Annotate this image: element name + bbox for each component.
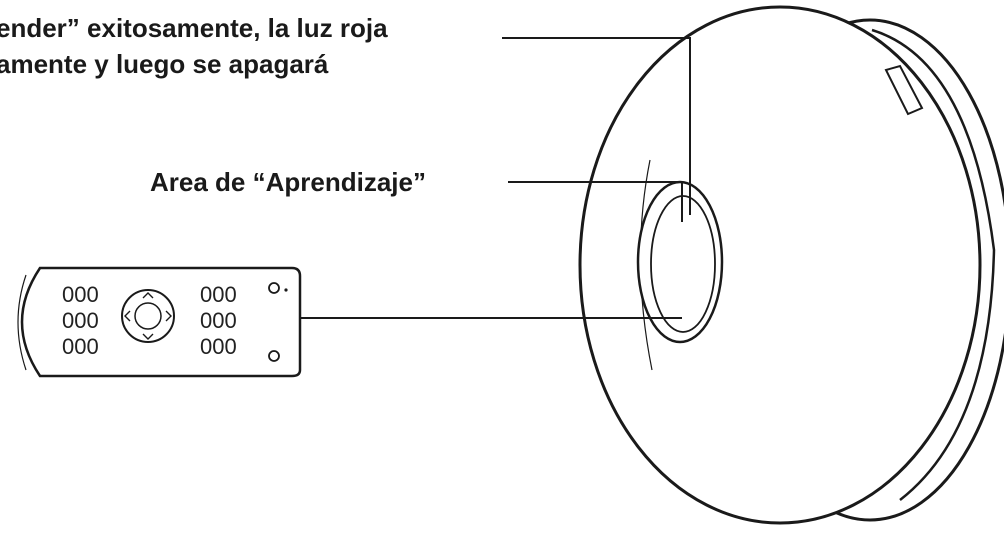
remote-key-right-3: 000 — [200, 334, 237, 359]
remote-body-edge — [17, 274, 27, 371]
dpad-left-icon — [124, 310, 131, 322]
learning-area-leader-line — [508, 181, 683, 222]
remote-small-button-top — [268, 282, 280, 294]
dpad-down-icon — [142, 333, 154, 340]
remote-dpad — [121, 289, 175, 343]
remote-key-left-3: 000 — [62, 334, 99, 359]
remote-key-right-2: 000 — [200, 308, 237, 333]
caption-line-2: amente y luego se apagará — [0, 49, 329, 79]
remote-small-button-bottom — [268, 350, 280, 362]
device-side-edge — [871, 28, 996, 501]
device-front-face — [578, 5, 982, 525]
remote-control: 000 000 000 000 000 000 — [17, 266, 302, 378]
caption-leader-line — [502, 37, 691, 215]
learning-area-label: Area de “Aprendizaje” — [150, 167, 426, 197]
device-side-port — [884, 64, 924, 116]
dpad-center-button — [134, 302, 162, 330]
remote-ir-emitter-dot — [284, 288, 288, 292]
dpad-right-icon — [165, 310, 172, 322]
remote-key-right-1: 000 — [200, 282, 237, 307]
dpad-up-icon — [142, 292, 154, 299]
remote-key-left-1: 000 — [62, 282, 99, 307]
remote-key-left-2: 000 — [62, 308, 99, 333]
caption-line-1: ender” exitosamente, la luz roja — [0, 13, 388, 43]
